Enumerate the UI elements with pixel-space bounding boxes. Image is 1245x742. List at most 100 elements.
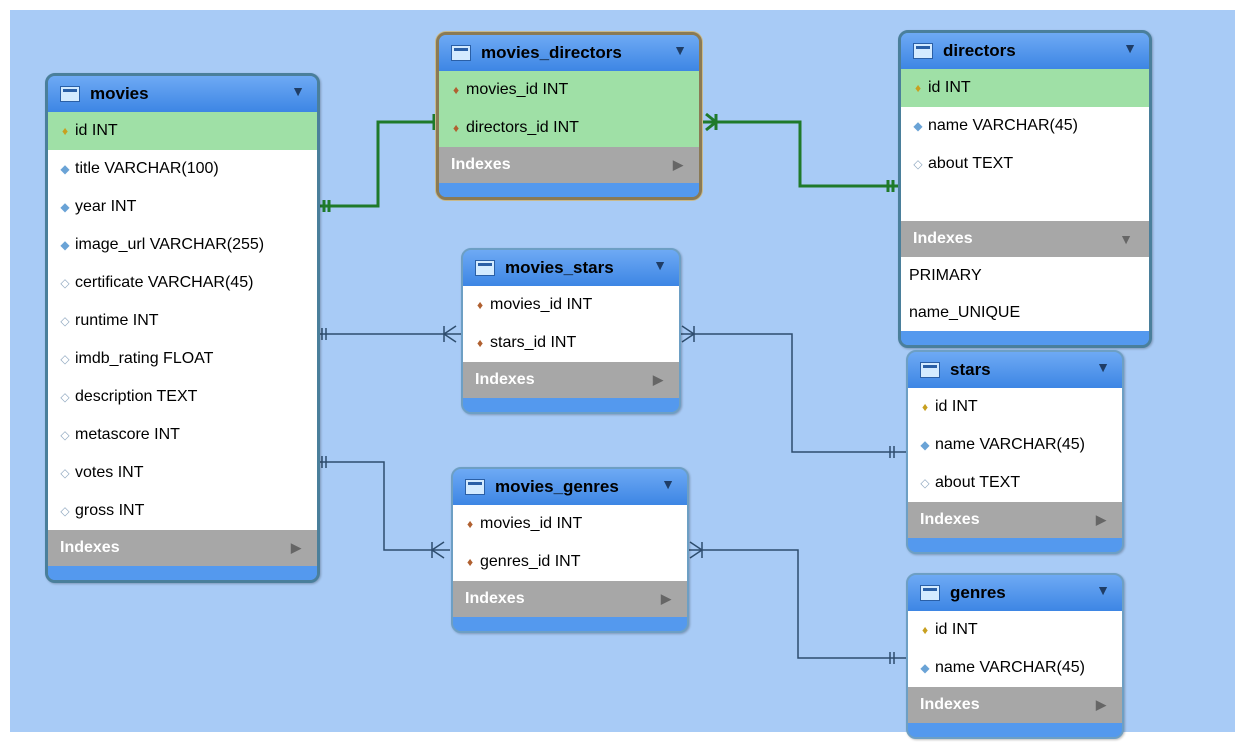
column-label: id INT xyxy=(928,79,971,96)
column-row[interactable]: ◇about TEXT xyxy=(908,464,1122,502)
collapse-arrow-icon[interactable]: ▼ xyxy=(1119,231,1133,247)
expand-arrow-icon[interactable]: ▶ xyxy=(1096,697,1106,712)
expand-arrow-icon[interactable]: ▶ xyxy=(291,540,301,555)
foreign-key-icon: ♦ xyxy=(452,83,460,97)
relation-movies-directors-directors[interactable] xyxy=(700,112,900,192)
column-label: movies_id INT xyxy=(466,81,569,98)
table-genres[interactable]: genres ▼ ♦id INT ◆name VARCHAR(45) Index… xyxy=(906,573,1124,739)
column-row[interactable]: ♦movies_id INT xyxy=(453,505,687,543)
indexes-section[interactable]: Indexes▼ xyxy=(901,221,1149,257)
indexes-section[interactable]: Indexes ▶ xyxy=(463,362,679,398)
table-header[interactable]: genres ▼ xyxy=(908,575,1122,611)
column-row[interactable]: ◇gross INT xyxy=(48,492,317,530)
table-header[interactable]: movies_genres ▼ xyxy=(453,469,687,505)
expand-arrow-icon[interactable]: ▶ xyxy=(661,591,671,606)
column-label: movies_id INT xyxy=(490,296,593,313)
column-row[interactable]: ◇metascore INT xyxy=(48,416,317,454)
collapse-arrow-icon[interactable]: ▼ xyxy=(1096,359,1110,375)
column-label: stars_id INT xyxy=(490,334,577,351)
column-label: year INT xyxy=(75,198,137,215)
relation-movies-movies-stars[interactable] xyxy=(318,325,462,343)
table-footer xyxy=(453,617,687,631)
indexes-section[interactable]: Indexes▶ xyxy=(439,147,699,183)
column-label: runtime INT xyxy=(75,312,159,329)
column-label: gross INT xyxy=(75,502,145,519)
table-header[interactable]: movies_directors ▼ xyxy=(439,35,699,71)
relation-movies-movies-genres[interactable] xyxy=(318,456,450,559)
column-row[interactable]: ◇votes INT xyxy=(48,454,317,492)
column-row[interactable]: ◆name VARCHAR(45) xyxy=(901,107,1149,145)
key-icon: ♦ xyxy=(914,81,922,95)
expand-arrow-icon[interactable]: ▶ xyxy=(673,157,683,172)
filled-diamond-icon: ◆ xyxy=(913,119,923,133)
collapse-arrow-icon[interactable]: ▼ xyxy=(653,257,667,273)
column-row[interactable]: ◇about TEXT xyxy=(901,145,1149,183)
column-label: imdb_rating FLOAT xyxy=(75,350,214,367)
foreign-key-icon: ♦ xyxy=(476,336,484,350)
table-movies-stars[interactable]: movies_stars ▼ ♦movies_id INT ♦ stars_id … xyxy=(461,248,681,414)
key-icon: ♦ xyxy=(61,124,69,138)
indexes-section[interactable]: Indexes ▶ xyxy=(908,502,1122,538)
table-movies-directors[interactable]: movies_directors ▼ ♦ movies_id INT ♦direc… xyxy=(436,32,702,200)
indexes-section[interactable]: Indexes▶ xyxy=(908,687,1122,723)
indexes-label: Indexes xyxy=(920,511,980,528)
table-name: movies_genres xyxy=(495,477,619,496)
table-header[interactable]: movies_stars ▼ xyxy=(463,250,679,286)
table-name: stars xyxy=(950,360,991,379)
column-row[interactable]: ♦ stars_id INT xyxy=(463,324,679,362)
indexes-label: Indexes xyxy=(475,371,535,388)
column-row[interactable]: ◆title VARCHAR(100) xyxy=(48,150,317,188)
table-icon xyxy=(475,260,495,276)
table-name: movies_directors xyxy=(481,43,622,62)
column-row[interactable]: ♦directors_id INT xyxy=(439,109,699,147)
hollow-diamond-icon: ◇ xyxy=(920,476,930,490)
hollow-diamond-icon: ◇ xyxy=(60,314,70,328)
column-row[interactable]: ◆image_url VARCHAR(255) xyxy=(48,226,317,264)
index-entry[interactable]: name_UNIQUE xyxy=(901,294,1149,331)
column-row[interactable]: ♦movies_id INT xyxy=(463,286,679,324)
table-icon xyxy=(60,86,80,102)
collapse-arrow-icon[interactable]: ▼ xyxy=(1123,40,1137,56)
relation-movies-stars-stars[interactable] xyxy=(680,325,907,458)
column-row[interactable]: ◇ imdb_rating FLOAT xyxy=(48,340,317,378)
indexes-section[interactable]: Indexes▶ xyxy=(453,581,687,617)
table-directors[interactable]: directors ▼ ♦ id INT ◆name VARCHAR(45) ◇a… xyxy=(898,30,1152,348)
table-stars[interactable]: stars ▼ ♦id INT ◆name VARCHAR(45) ◇about… xyxy=(906,350,1124,554)
column-row[interactable]: ◇description TEXT xyxy=(48,378,317,416)
index-entry[interactable]: PRIMARY xyxy=(901,257,1149,294)
filled-diamond-icon: ◆ xyxy=(920,661,930,675)
column-label: votes INT xyxy=(75,464,144,481)
collapse-arrow-icon[interactable]: ▼ xyxy=(673,42,687,58)
column-row[interactable]: ♦ movies_id INT xyxy=(439,71,699,109)
column-row[interactable]: ◆year INT xyxy=(48,188,317,226)
collapse-arrow-icon[interactable]: ▼ xyxy=(1096,582,1110,598)
expand-arrow-icon[interactable]: ▶ xyxy=(653,372,663,387)
collapse-arrow-icon[interactable]: ▼ xyxy=(661,476,675,492)
expand-arrow-icon[interactable]: ▶ xyxy=(1096,512,1106,527)
column-row[interactable]: ♦genres_id INT xyxy=(453,543,687,581)
table-movies-genres[interactable]: movies_genres ▼ ♦movies_id INT ♦genres_i… xyxy=(451,467,689,633)
relation-movies-movies-directors[interactable] xyxy=(318,112,445,212)
column-row[interactable]: ◇certificate VARCHAR(45) xyxy=(48,264,317,302)
table-icon xyxy=(913,43,933,59)
table-name: movies xyxy=(90,84,149,103)
column-row[interactable]: ♦id INT xyxy=(48,112,317,150)
table-header[interactable]: movies ▼ xyxy=(48,76,317,112)
table-movies[interactable]: movies ▼ ♦id INT ◆title VARCHAR(100) ◆ye… xyxy=(45,73,320,583)
table-header[interactable]: stars ▼ xyxy=(908,352,1122,388)
table-header[interactable]: directors ▼ xyxy=(901,33,1149,69)
column-row[interactable]: ♦id INT xyxy=(908,388,1122,426)
table-name: genres xyxy=(950,583,1006,602)
column-label: directors_id INT xyxy=(466,119,579,136)
column-row[interactable]: ♦id INT xyxy=(908,611,1122,649)
hollow-diamond-icon: ◇ xyxy=(60,352,70,366)
relation-movies-genres-genres[interactable] xyxy=(688,541,907,664)
indexes-section[interactable]: Indexes▶ xyxy=(48,530,317,566)
collapse-arrow-icon[interactable]: ▼ xyxy=(291,83,305,99)
table-footer xyxy=(901,331,1149,345)
column-row[interactable]: ♦ id INT xyxy=(901,69,1149,107)
column-row[interactable]: ◇ runtime INT xyxy=(48,302,317,340)
column-row[interactable]: ◆name VARCHAR(45) xyxy=(908,649,1122,687)
column-row[interactable]: ◆name VARCHAR(45) xyxy=(908,426,1122,464)
foreign-key-icon: ♦ xyxy=(466,555,474,569)
